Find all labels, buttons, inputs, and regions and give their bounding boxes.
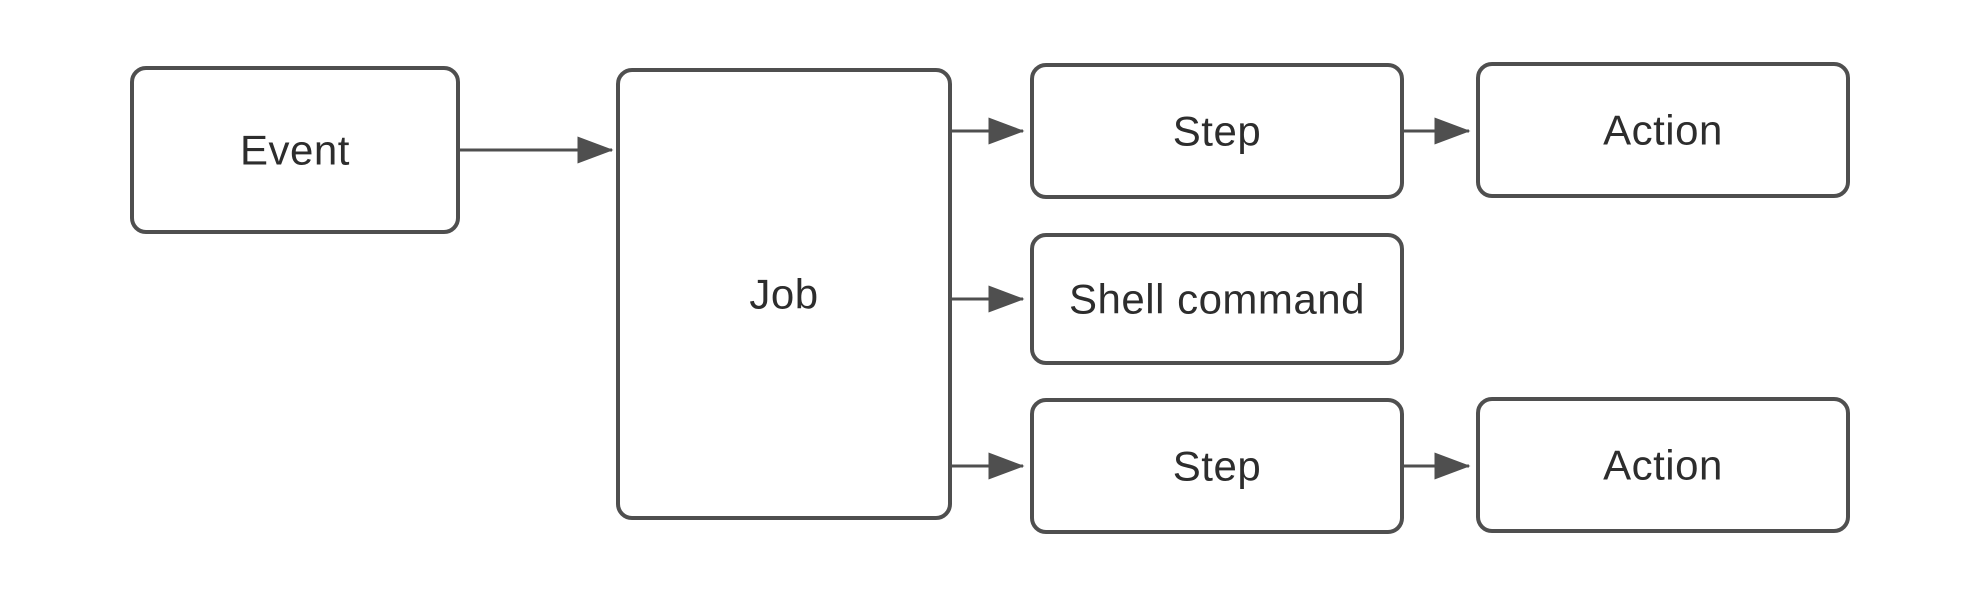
- node-event: Event: [130, 66, 460, 234]
- node-job-box: [616, 68, 952, 520]
- node-step-bottom-box: [1030, 398, 1404, 534]
- node-step-top-box: [1030, 63, 1404, 199]
- node-job-label: Job: [749, 271, 818, 318]
- node-action-bottom-box: [1476, 397, 1850, 533]
- node-action-bottom: Action: [1476, 397, 1850, 533]
- node-action-bottom-label: Action: [1603, 442, 1723, 489]
- node-action-top-label: Action: [1603, 107, 1723, 154]
- node-shell-command: Shell command: [1030, 233, 1404, 365]
- node-step-bottom: Step: [1030, 398, 1404, 534]
- node-action-top-box: [1476, 62, 1850, 198]
- node-shell-command-label: Shell command: [1069, 276, 1365, 323]
- node-job: Job: [616, 68, 952, 520]
- node-event-box: [130, 66, 460, 234]
- node-event-label: Event: [240, 127, 350, 174]
- node-step-top-label: Step: [1173, 108, 1261, 155]
- node-shell-command-box: [1030, 233, 1404, 365]
- node-step-top: Step: [1030, 63, 1404, 199]
- node-action-top: Action: [1476, 62, 1850, 198]
- node-step-bottom-label: Step: [1173, 443, 1261, 490]
